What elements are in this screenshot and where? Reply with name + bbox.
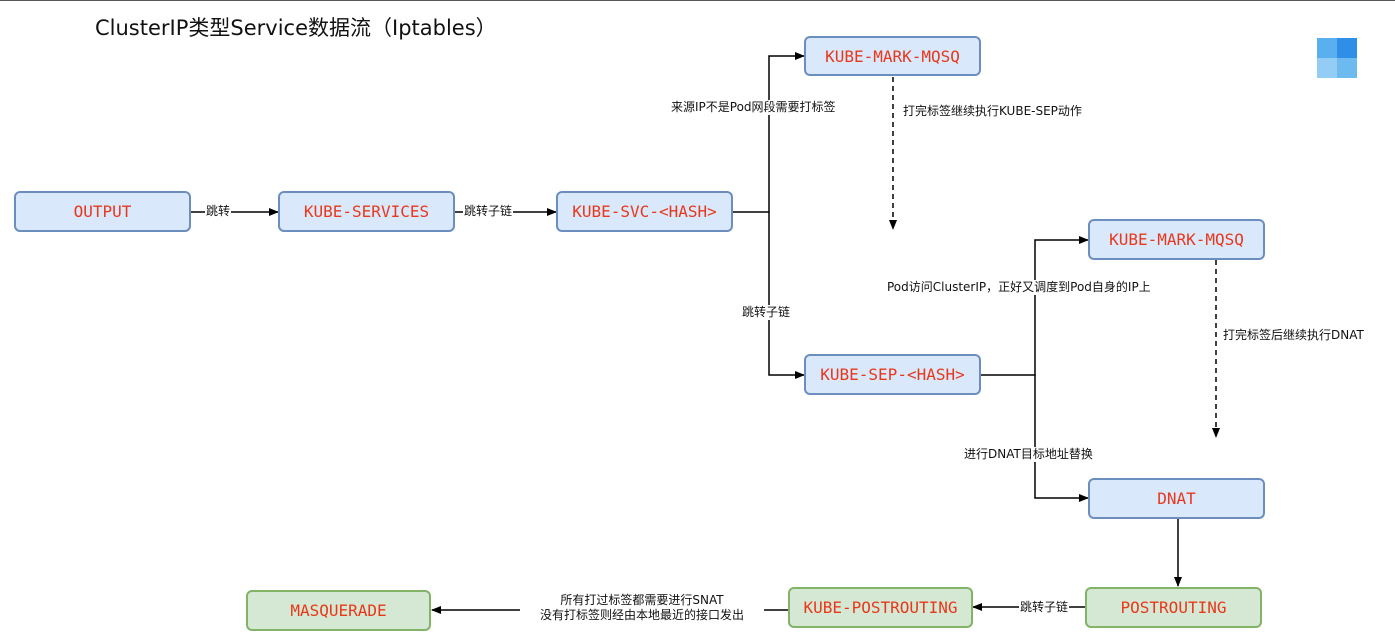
edge-sep-to-mark2	[981, 236, 1089, 376]
edge-svc-to-mark	[733, 52, 805, 213]
edge-label-sep-to-dnat: 进行DNAT目标地址替换	[963, 447, 1094, 462]
edge-sep-to-dnat	[1034, 375, 1089, 502]
edge-label-mark2-to-dnat: 打完标签后继续执行DNAT	[1222, 328, 1365, 343]
node-postrouting[interactable]: POSTROUTING	[1085, 587, 1262, 628]
edge-label-services-to-svc: 跳转子链	[463, 204, 514, 219]
node-output[interactable]: OUTPUT	[14, 191, 191, 232]
node-kube-mark-mqsq-1[interactable]: KUBE-MARK-MQSQ	[804, 36, 981, 76]
edge-label-postrouting-to-kube-postrouting: 跳转子链	[1019, 600, 1070, 615]
edge-label-mark-to-sep: 打完标签继续执行KUBE-SEP动作	[902, 104, 1083, 119]
edge-label-svc-to-mark: 来源IP不是Pod网段需要打标签	[670, 100, 837, 115]
edge-label-sep-to-mark2: Pod访问ClusterIP，正好又调度到Pod自身的IP上	[886, 280, 1152, 295]
node-masquerade[interactable]: MASQUERADE	[246, 590, 431, 631]
edge-label-snat-line2: 没有打标签则经由本地最近的接口发出	[539, 608, 744, 622]
edge-label-snat-line1: 所有打过标签都需要进行SNAT	[560, 593, 724, 607]
edge-label-kube-postrouting-to-masquerade: 所有打过标签都需要进行SNAT 没有打标签则经由本地最近的接口发出	[520, 593, 764, 623]
top-border	[0, 0, 1395, 1]
app-logo-icon	[1317, 38, 1357, 78]
node-kube-postrouting[interactable]: KUBE-POSTROUTING	[788, 587, 973, 628]
node-kube-services[interactable]: KUBE-SERVICES	[278, 191, 455, 232]
edge-label-output-to-services: 跳转	[205, 204, 232, 219]
edge-label-svc-to-sep: 跳转子链	[741, 305, 792, 320]
node-kube-mark-mqsq-2[interactable]: KUBE-MARK-MQSQ	[1088, 219, 1265, 260]
node-kube-sep-hash[interactable]: KUBE-SEP-<HASH>	[804, 354, 981, 395]
edge-svc-to-sep	[768, 212, 805, 379]
node-dnat[interactable]: DNAT	[1088, 478, 1265, 519]
diagram-title: ClusterIP类型Service数据流（Iptables）	[95, 16, 497, 40]
node-kube-svc-hash[interactable]: KUBE-SVC-<HASH>	[556, 191, 733, 232]
